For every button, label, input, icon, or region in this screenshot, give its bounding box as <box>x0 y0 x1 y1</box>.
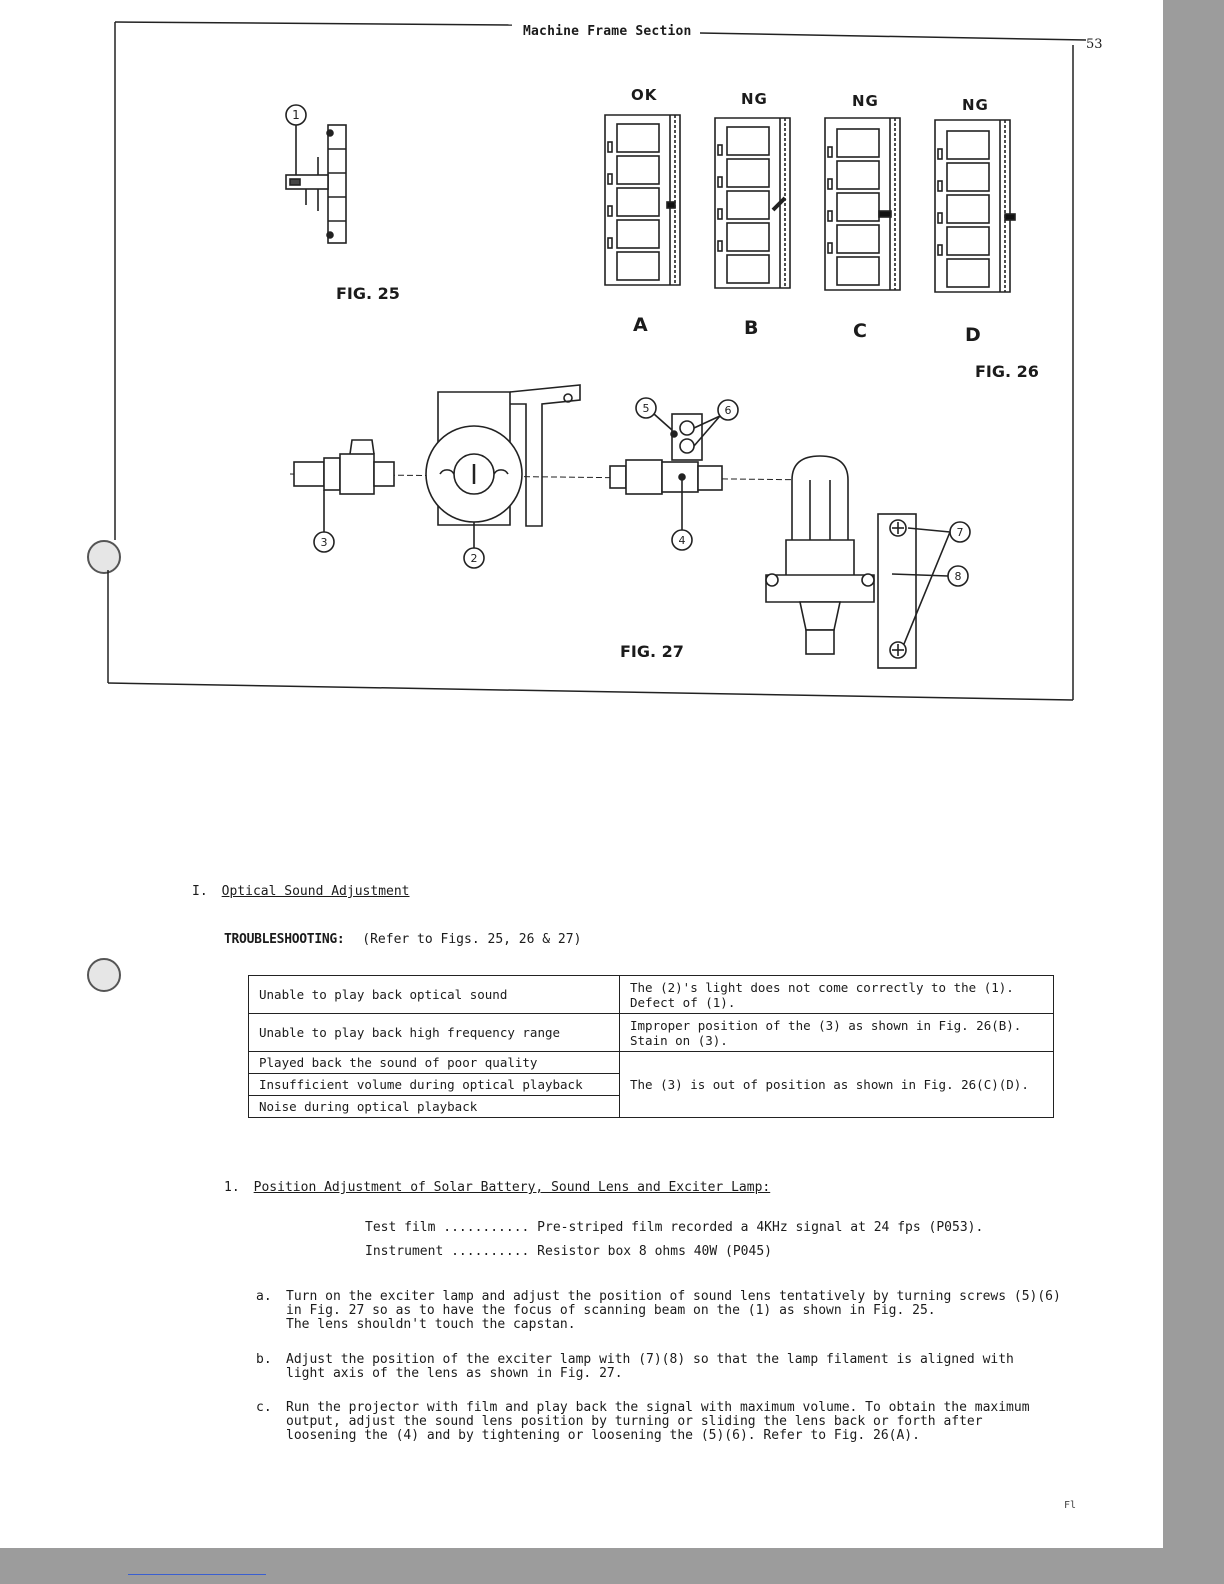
subsection-title: Position Adjustment of Solar Battery, So… <box>253 1180 771 1195</box>
fig25-callout-1: 1 <box>292 108 300 122</box>
step-b: b. Adjust the position of the exciter la… <box>256 1353 1086 1381</box>
fig26-caption: FIG. 26 <box>975 362 1039 381</box>
page-number: 53 <box>1086 37 1103 52</box>
punch-hole-top <box>87 540 121 574</box>
troubleshooting-label: TROUBLESHOOTING: <box>224 932 345 947</box>
footer-mark: Fl <box>1064 1500 1077 1511</box>
fig27-callout-3: 3 <box>321 536 328 549</box>
fig27-callout-4: 4 <box>679 534 686 547</box>
table-row: Played back the sound of poor quality Th… <box>248 1051 1054 1118</box>
spec-instrument: Instrument .......... Resistor box 8 ohm… <box>365 1244 772 1259</box>
film-strip-d <box>934 119 1016 293</box>
table-row: Unable to play back high frequency range… <box>248 1013 1054 1052</box>
section-header: Machine Frame Section <box>518 24 697 39</box>
step-text: Adjust the position of the exciter lamp … <box>286 1352 1014 1381</box>
step-letter: c. <box>256 1400 272 1415</box>
cause-cell: The (2)'s light does not come correctly … <box>619 975 1054 1014</box>
spec-test-film: Test film ........... Pre-striped film r… <box>365 1220 984 1235</box>
troubleshooting-line: TROUBLESHOOTING: (Refer to Figs. 25, 26 … <box>224 932 581 947</box>
section-number: I. <box>192 884 208 899</box>
table-row: Noise during optical playback <box>248 1095 1054 1118</box>
scan-edge-bottom <box>0 1548 1224 1584</box>
fig26-letter-c: C <box>853 320 867 342</box>
fig27-callout-8: 8 <box>955 570 962 583</box>
step-text: Run the projector with film and play bac… <box>286 1400 1030 1443</box>
table-row: Unable to play back optical sound The (2… <box>248 975 1054 1014</box>
fig27-callout-5: 5 <box>643 402 650 415</box>
fig27-drawing: 2 3 4 5 6 7 8 <box>289 384 971 669</box>
film-strip-b <box>714 117 791 289</box>
fig26-letter-b: B <box>744 317 759 339</box>
fig26-status-c: NG <box>852 92 879 110</box>
step-text: Turn on the exciter lamp and adjust the … <box>286 1289 1061 1332</box>
fig27-callout-2: 2 <box>471 552 478 565</box>
subsection-number: 1. <box>224 1180 240 1195</box>
fig26-status-a: OK <box>631 86 658 104</box>
punch-hole-bottom <box>87 958 121 992</box>
fig27-caption: FIG. 27 <box>620 642 684 661</box>
symptom-cell: Played back the sound of poor quality <box>248 1051 620 1074</box>
fig25-caption: FIG. 25 <box>336 284 400 303</box>
troubleshooting-reference: (Refer to Figs. 25, 26 & 27) <box>362 932 582 947</box>
symptom-cell: Insufficient volume during optical playb… <box>248 1073 620 1096</box>
fig26-letter-a: A <box>633 314 648 336</box>
film-strip-a <box>604 114 681 286</box>
fig26-letter-d: D <box>965 324 981 346</box>
fig26-drawing <box>604 114 1016 293</box>
fig27-callout-6: 6 <box>725 404 732 417</box>
step-letter: b. <box>256 1352 272 1367</box>
subsection-heading: 1. Position Adjustment of Solar Battery, … <box>224 1180 770 1195</box>
fig26-status-b: NG <box>741 90 768 108</box>
symptom-cell: Unable to play back optical sound <box>248 975 620 1014</box>
step-c: c. Run the projector with film and play … <box>256 1401 1086 1443</box>
step-a: a. Turn on the exciter lamp and adjust t… <box>256 1290 1086 1332</box>
symptom-cell: Unable to play back high frequency range <box>248 1013 620 1052</box>
cause-cell: The (3) is out of position as shown in F… <box>619 1051 1054 1118</box>
fig25-drawing: 1 <box>285 104 347 244</box>
film-strip-c <box>824 117 901 291</box>
fig27-callout-7: 7 <box>957 526 964 539</box>
scan-edge-right <box>1163 0 1224 1584</box>
cause-cell: Improper position of the (3) as shown in… <box>619 1013 1054 1052</box>
figure-frame <box>107 21 1087 701</box>
symptom-cell: Noise during optical playback <box>248 1095 620 1118</box>
step-letter: a. <box>256 1289 272 1304</box>
section-heading: I. Optical Sound Adjustment <box>192 884 410 899</box>
section-title: Optical Sound Adjustment <box>221 884 410 899</box>
link-underline[interactable] <box>128 1574 266 1575</box>
fig26-status-d: NG <box>962 96 989 114</box>
troubleshooting-table: Unable to play back optical sound The (2… <box>248 975 1054 1118</box>
